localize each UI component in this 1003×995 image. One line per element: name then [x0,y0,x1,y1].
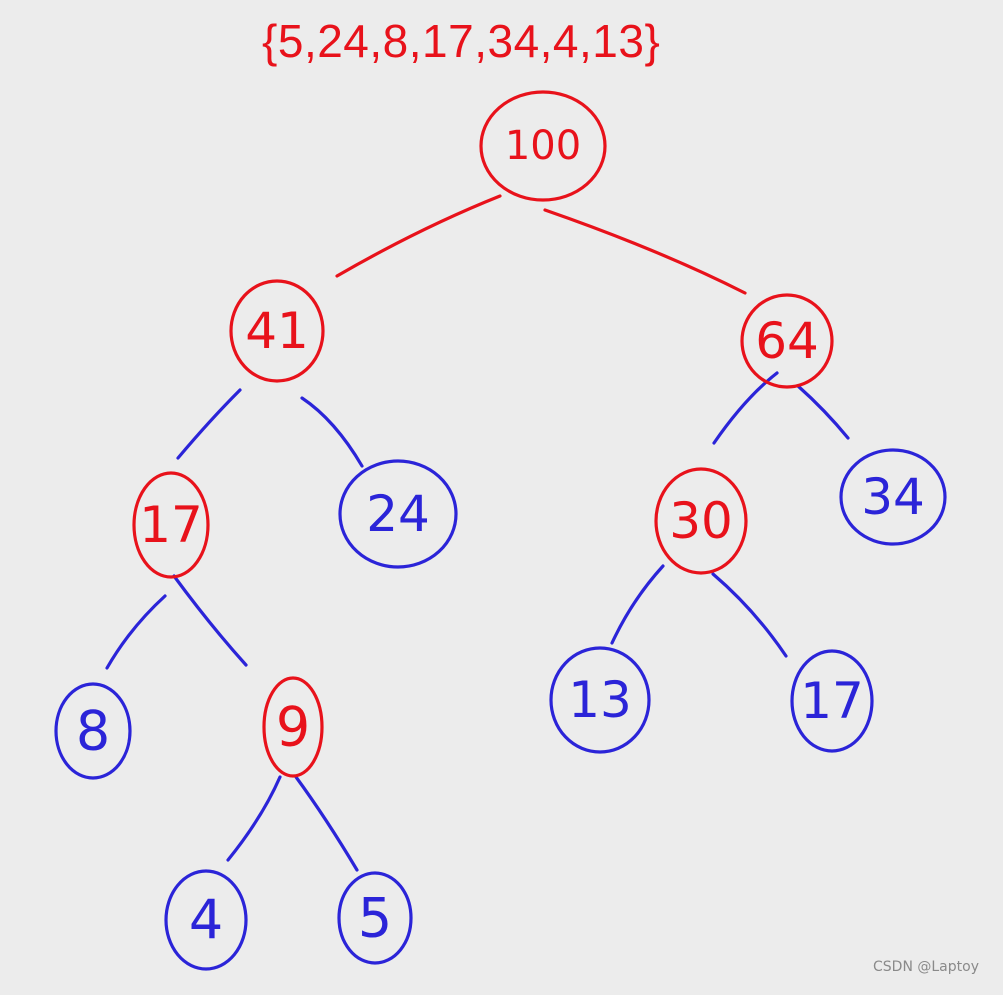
node-circle [262,676,324,778]
watermark: CSDN @Laptoy [873,959,979,975]
node-circle [54,682,132,780]
tree-edge [712,371,779,445]
node-label: 17 [800,672,864,730]
diagram-title: {5,24,8,17,34,4,13} [262,15,661,67]
tree-node: 64 [740,293,834,389]
node-circle [740,293,834,389]
tree-edge [176,388,242,460]
tree-node: 34 [839,448,947,546]
tree-edge [335,194,502,278]
tree-edge [172,574,248,667]
node-circle [164,869,248,971]
node-circle [337,871,413,965]
node-circle [479,90,607,202]
tree-edge [711,572,788,658]
node-label: 17 [139,496,203,554]
tree-node: 41 [229,279,325,383]
tree-node: 100 [479,90,607,202]
tree-edge [796,384,850,440]
node-circle [549,646,651,754]
node-label: 8 [76,700,110,763]
node-label: 24 [366,485,430,543]
tree-edge [105,594,167,670]
node-label: 5 [358,887,392,950]
tree-node: 8 [54,682,132,780]
node-circle [229,279,325,383]
tree-edge [294,775,359,872]
node-label: 13 [568,671,632,729]
tree-edge [300,396,364,468]
node-label: 41 [245,302,309,360]
tree-edge [610,564,665,645]
nodes: 100 41 64 17 24 30 34 8 9 13 17 4 5 [54,90,947,971]
tree-node: 17 [132,471,210,579]
tree-node: 30 [654,467,748,575]
node-circle [654,467,748,575]
node-circle [338,459,458,569]
tree-node: 9 [262,676,324,778]
node-label: 34 [861,468,925,526]
node-circle [839,448,947,546]
tree-node: 5 [337,871,413,965]
node-label: 64 [755,312,819,370]
tree-node: 17 [790,649,874,753]
tree-edge [543,208,747,295]
node-label: 100 [505,123,581,169]
tree-node: 24 [338,459,458,569]
edges [105,194,850,872]
tree-node: 4 [164,869,248,971]
node-label: 30 [669,492,733,550]
node-circle [790,649,874,753]
tree-edge [226,775,282,862]
node-label: 9 [276,696,310,759]
node-circle [132,471,210,579]
node-label: 4 [189,889,223,952]
tree-node: 13 [549,646,651,754]
